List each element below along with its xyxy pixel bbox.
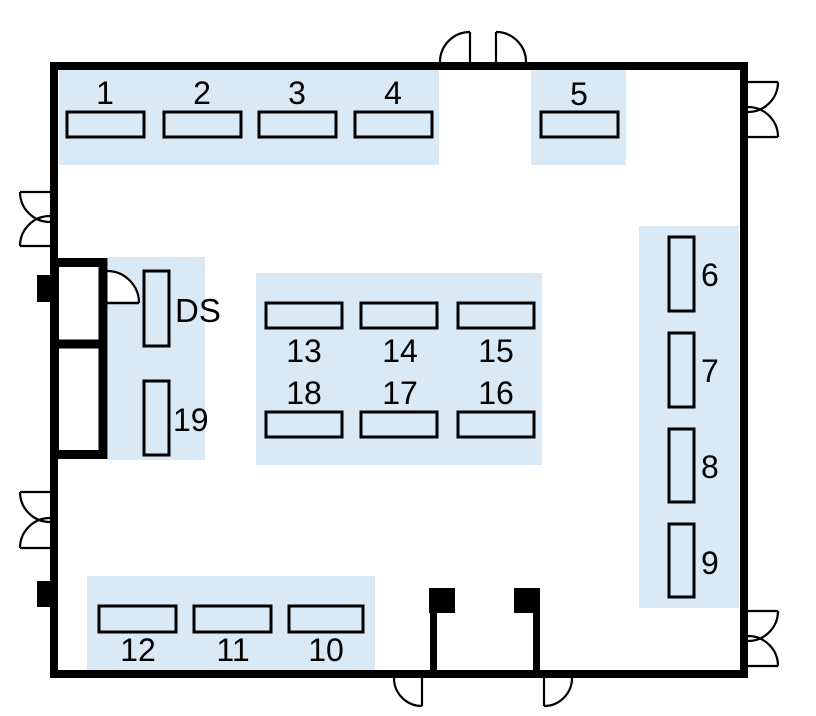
entrance-post-right-icon xyxy=(514,588,540,613)
booth-5 xyxy=(539,110,620,139)
wall-fixture-bottom-icon xyxy=(37,581,50,607)
booth-4-label: 4 xyxy=(384,75,402,111)
booth-10 xyxy=(287,604,365,634)
booth-14-label: 14 xyxy=(382,333,418,369)
booth-9 xyxy=(667,522,696,599)
vestibule-outline xyxy=(50,258,108,459)
booth-11 xyxy=(192,604,273,634)
booth-3 xyxy=(257,110,338,139)
booth-1 xyxy=(65,110,146,139)
zone-booths-13-18 xyxy=(256,273,542,465)
booth-17 xyxy=(359,410,439,439)
zone-booth-5 xyxy=(531,69,626,165)
booth-8 xyxy=(667,427,696,504)
door-left-upper-icon xyxy=(18,190,51,248)
booth-ds-label: DS xyxy=(175,292,221,329)
booth-ds xyxy=(142,269,171,348)
booth-19 xyxy=(142,379,171,457)
booth-6 xyxy=(667,235,696,313)
zone-booths-6-9 xyxy=(639,226,739,608)
booth-3-label: 3 xyxy=(288,75,306,111)
entrance-wall-left xyxy=(430,613,437,678)
booth-9-label: 9 xyxy=(701,545,719,581)
booth-18-label: 18 xyxy=(286,375,322,411)
wall-fixture-top-icon xyxy=(37,275,50,302)
entrance-corridor xyxy=(429,588,540,678)
booth-5-label: 5 xyxy=(570,76,588,112)
booth-16 xyxy=(456,410,536,439)
booth-12 xyxy=(97,604,178,634)
booth-11-label: 11 xyxy=(216,632,249,668)
booth-8-label: 8 xyxy=(701,449,719,485)
outer-wall xyxy=(50,62,748,678)
booth-labels: 1 2 3 4 5 6 7 8 9 13 14 15 18 17 16 12 1… xyxy=(96,75,719,668)
booth-17-label: 17 xyxy=(382,375,418,411)
booth-4 xyxy=(353,110,434,139)
booth-13-label: 13 xyxy=(286,333,322,369)
booth-15-label: 15 xyxy=(478,333,514,369)
door-top-center-icon xyxy=(438,30,528,63)
booth-12-label: 12 xyxy=(120,632,156,668)
vestibule-block xyxy=(50,258,108,459)
zone-booths-10-12 xyxy=(87,576,375,670)
booth-2 xyxy=(162,110,243,139)
door-left-lower-icon xyxy=(18,490,51,550)
booth-10-label: 10 xyxy=(308,632,344,668)
door-symbols xyxy=(18,30,780,708)
booth-15 xyxy=(456,301,536,330)
zone-booths-1-4 xyxy=(59,69,439,165)
booth-7 xyxy=(667,331,696,409)
booth-14 xyxy=(359,301,439,330)
door-right-lower-icon xyxy=(747,609,780,668)
entrance-post-left-icon xyxy=(429,588,455,613)
entrance-wall-right xyxy=(533,613,540,678)
booth-7-label: 7 xyxy=(701,353,719,389)
booth-1-label: 1 xyxy=(96,75,114,111)
door-bottom-right-icon xyxy=(542,677,574,708)
vestibule-door-swing-area xyxy=(107,271,139,303)
booth-group xyxy=(65,110,696,634)
booth-6-label: 6 xyxy=(701,257,719,293)
door-right-upper-icon xyxy=(747,80,780,139)
booth-16-label: 16 xyxy=(478,375,514,411)
door-bottom-left-icon xyxy=(392,677,424,708)
booth-18 xyxy=(264,410,344,439)
booth-13 xyxy=(264,301,344,330)
booth-19-label: 19 xyxy=(173,402,209,438)
vestibule-door-arc-icon xyxy=(106,269,141,304)
booth-2-label: 2 xyxy=(193,75,211,111)
zone-group xyxy=(59,69,739,670)
